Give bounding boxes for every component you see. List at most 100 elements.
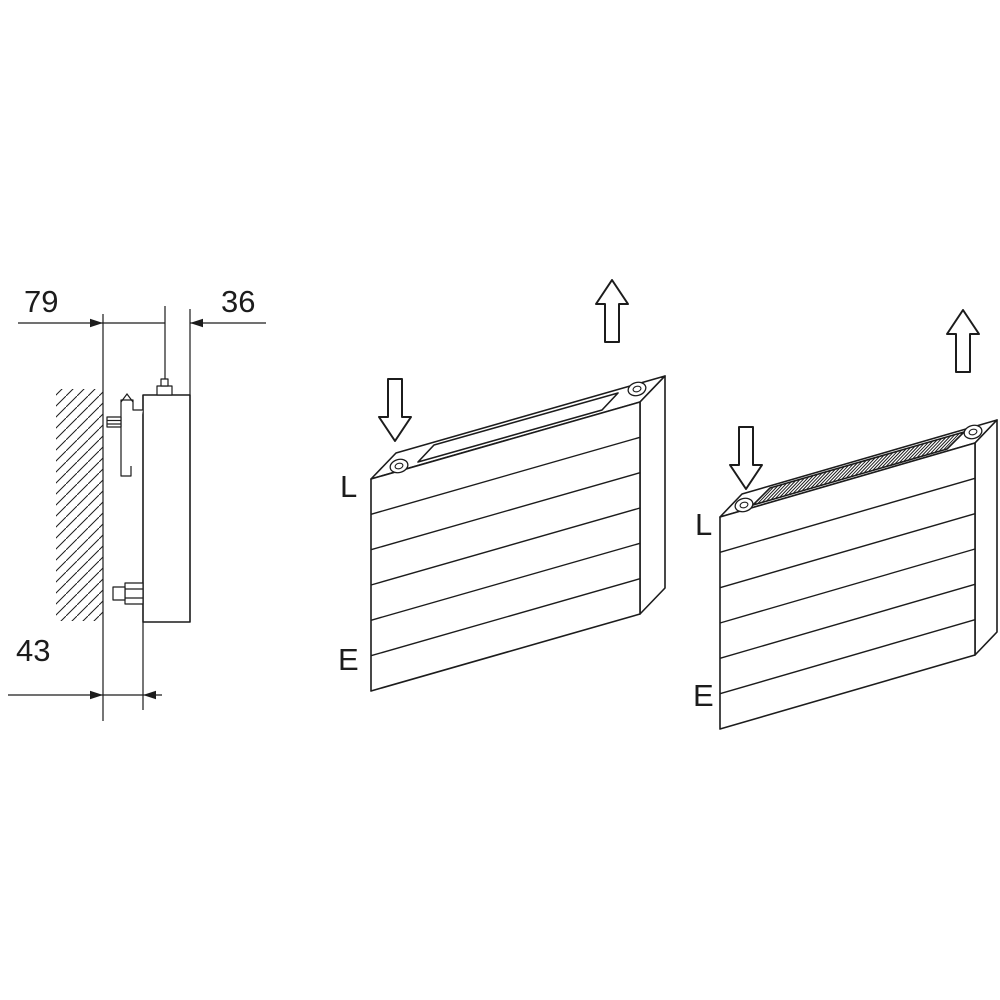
- grille-fin-line: [766, 484, 783, 502]
- wall-hatch: [56, 389, 103, 621]
- groove-line: [719, 513, 976, 589]
- up-arrow-icon: [946, 309, 980, 373]
- grille-fin-line: [775, 482, 791, 499]
- groove-line: [370, 507, 641, 586]
- grille-fin-line: [899, 446, 916, 463]
- grille-fin-line: [886, 450, 902, 467]
- connection-boss-left: [389, 458, 409, 474]
- dim-arrowhead: [90, 318, 103, 328]
- air-vent: [156, 385, 173, 396]
- grille-fin-line: [784, 479, 800, 496]
- dim-arrowhead: [90, 690, 103, 700]
- top-grille-fins: [757, 433, 960, 504]
- dimension-pipe-to-front: 36: [189, 284, 266, 395]
- side-view-section: 79 36 43: [8, 284, 266, 721]
- groove-line: [370, 436, 641, 515]
- grille-fin-line: [855, 459, 871, 476]
- grille-fin-line: [846, 461, 862, 478]
- grille-fin-line: [828, 466, 845, 484]
- bracket-profile: [120, 399, 143, 477]
- grille-fin-line: [868, 455, 885, 472]
- dim-arrowhead: [190, 318, 203, 328]
- grille-fin-line: [841, 462, 858, 480]
- grille-fin-line: [788, 478, 805, 495]
- dim-label-79: 79: [24, 284, 58, 319]
- groove-line: [370, 472, 641, 551]
- boss-hole: [632, 385, 642, 393]
- bracket-screw: [106, 416, 122, 428]
- radiator-iso-grille-top: L E: [693, 309, 998, 730]
- dimension-wall-to-back: 43: [8, 622, 162, 710]
- grille-fin-line: [894, 447, 911, 464]
- grille-fin-line: [832, 465, 849, 482]
- outlet-label: E: [338, 642, 359, 677]
- boss-hole: [394, 462, 404, 470]
- grille-fin-line: [930, 437, 947, 454]
- top-opening: [417, 392, 619, 463]
- radiator-iso-open-top: L E: [338, 279, 666, 692]
- inlet-label: L: [340, 469, 357, 504]
- air-vent-cap: [160, 378, 169, 387]
- grille-fin-line: [810, 471, 827, 489]
- grille-fin-line: [837, 464, 854, 481]
- boss-hole: [739, 501, 749, 509]
- valve-body: [112, 586, 126, 601]
- grille-fin-line: [908, 443, 924, 460]
- grille-fin-line: [881, 451, 898, 468]
- groove-line: [719, 477, 976, 553]
- grille-fin-line: [877, 452, 893, 469]
- grille-fin-line: [859, 457, 876, 475]
- grille-fin-line: [863, 456, 880, 473]
- grille-fin-line: [824, 468, 840, 485]
- groove-line: [370, 542, 641, 621]
- grille-fin-line: [806, 473, 823, 490]
- grille-fin-line: [917, 441, 933, 458]
- dim-arrowhead: [143, 690, 156, 700]
- groove-line: [719, 619, 976, 695]
- grille-fin-line: [850, 460, 867, 477]
- grille-fin-line: [926, 438, 942, 455]
- valve-connection: [112, 582, 144, 605]
- valve-flange: [124, 582, 144, 605]
- inlet-label: L: [695, 507, 712, 542]
- grille-fin-line: [762, 486, 778, 503]
- connection-boss-right: [963, 424, 983, 440]
- grille-fin-line: [779, 480, 796, 498]
- grille-fin-line: [872, 453, 889, 471]
- grille-fin-line: [912, 442, 929, 459]
- grille-fin-line: [943, 433, 960, 450]
- outlet-label: E: [693, 678, 714, 713]
- boss-hole: [968, 428, 978, 436]
- groove-line: [719, 548, 976, 624]
- grille-fin-line: [757, 487, 774, 504]
- grille-fin-line: [819, 469, 836, 486]
- grille-fin-line: [890, 448, 907, 466]
- groove-line: [370, 578, 641, 657]
- grille-fin-line: [815, 470, 831, 487]
- dim-label-36: 36: [221, 284, 255, 319]
- grille-fin-line: [939, 434, 955, 451]
- grille-fin-line: [797, 475, 814, 493]
- grille-fin-line: [770, 483, 787, 500]
- front-grooves: [370, 436, 641, 657]
- groove-line: [719, 583, 976, 659]
- up-arrow-icon: [595, 279, 629, 343]
- end-face: [639, 375, 666, 615]
- radiator-body-side: [142, 394, 191, 623]
- grille-fin-line: [793, 477, 809, 494]
- connection-boss-left: [734, 497, 754, 513]
- end-face: [974, 419, 998, 656]
- dim-label-43: 43: [16, 633, 50, 668]
- connection-boss-right: [627, 381, 647, 397]
- grille-fin-line: [903, 444, 920, 462]
- grille-fin-line: [801, 474, 818, 491]
- bracket-clip: [120, 393, 134, 403]
- mounting-bracket: [106, 393, 143, 477]
- front-grooves: [719, 477, 976, 695]
- grille-fin-line: [921, 439, 938, 457]
- grille-fin-line: [934, 435, 951, 453]
- down-arrow-icon: [729, 426, 763, 490]
- down-arrow-icon: [378, 378, 412, 442]
